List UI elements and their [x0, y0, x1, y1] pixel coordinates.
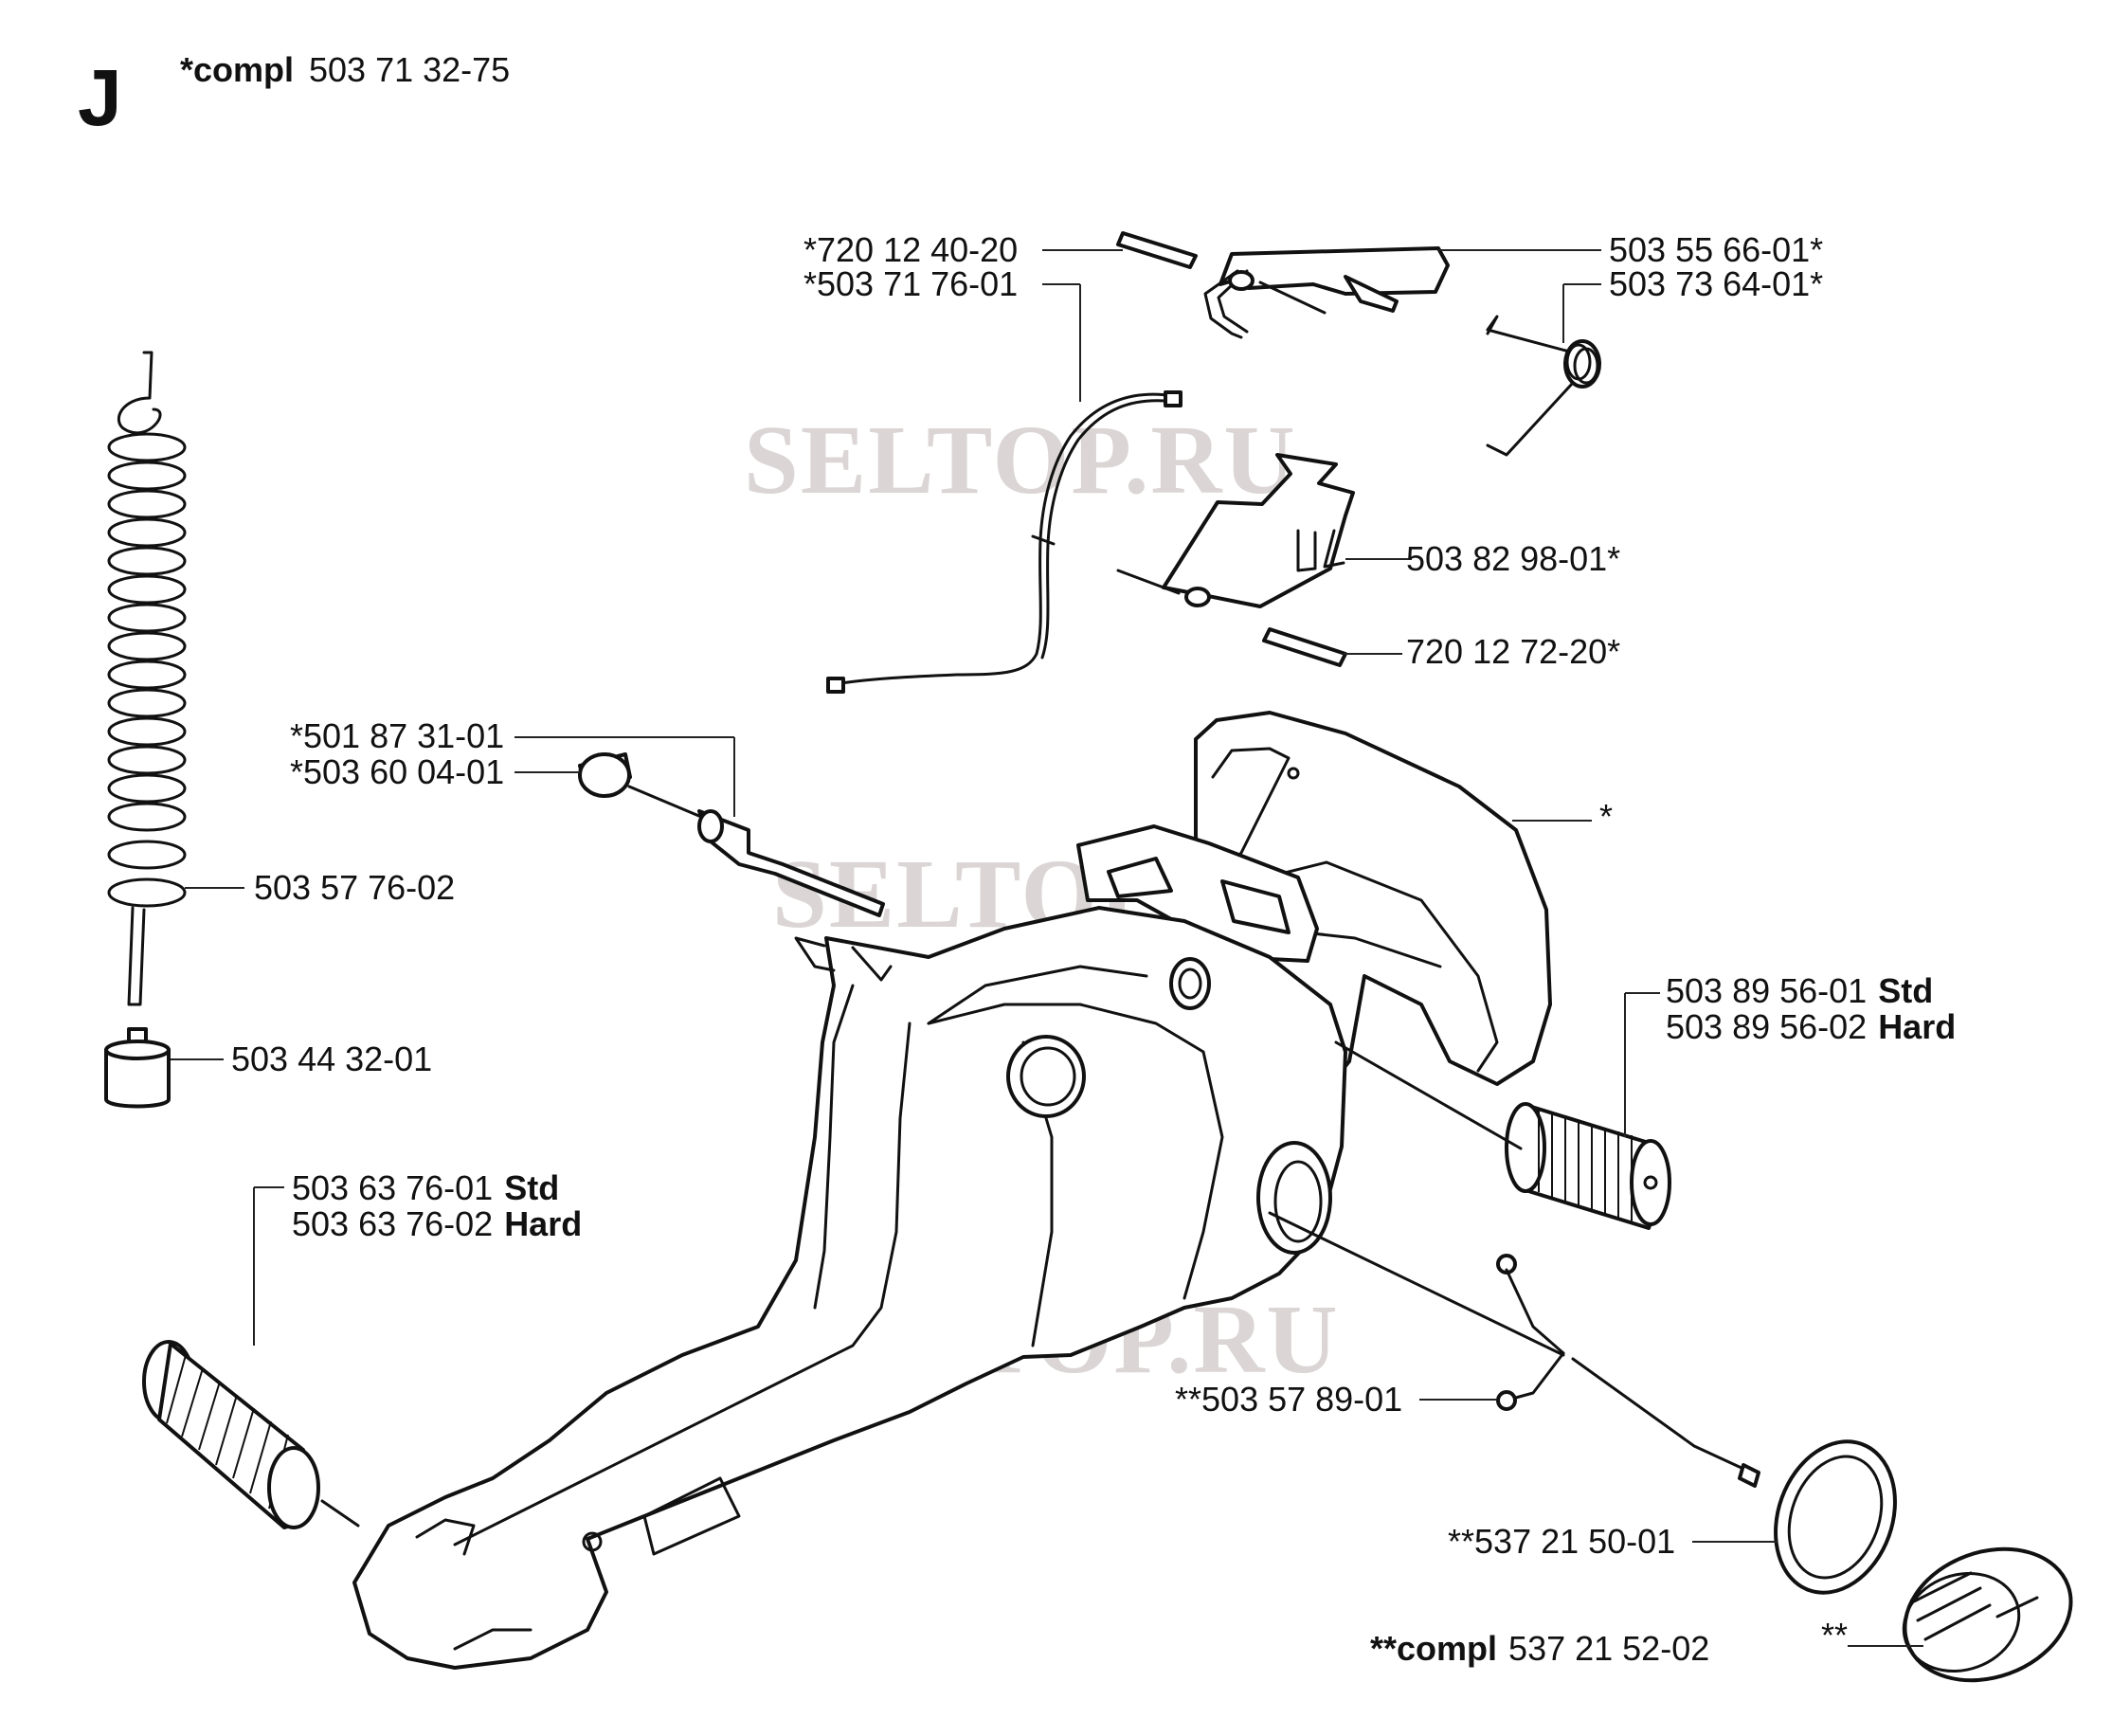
throttle-cable-icon [826, 390, 1182, 694]
fuel-hose-icon [107, 351, 187, 1006]
assembly-prefix: *compl [180, 50, 294, 89]
label-537-21-50-01: **537 21 50-01 [1448, 1522, 1675, 1561]
label-503-82-98-01: 503 82 98-01* [1406, 539, 1620, 578]
trigger-lockout-icon [1116, 453, 1355, 667]
handle-housing-icon [352, 711, 1552, 1670]
throttle-rod-icon [578, 752, 885, 917]
throttle-trigger-icon [1116, 231, 1450, 339]
label-housing-asterisk: * [1599, 797, 1613, 836]
label-503-60-04-01: *503 60 04-01 [290, 752, 504, 791]
seal-ring-icon [1774, 1439, 1897, 1595]
damper-spring-icon [1505, 1102, 1671, 1230]
label-503-57-89-01: **503 57 89-01 [1175, 1380, 1402, 1419]
assembly-number: 503 71 32-75 [309, 50, 510, 89]
spring-icon [1486, 315, 1601, 457]
label-503-55-66-01: 503 55 66-01* [1609, 230, 1823, 269]
label-503-73-64-01: 503 73 64-01* [1609, 264, 1823, 303]
fuel-cap-icon [1902, 1546, 2073, 1683]
label-503-44-32-01: 503 44 32-01 [231, 1040, 432, 1078]
label-503-71-76-01: *503 71 76-01 [803, 264, 1018, 303]
fuel-filter-icon [104, 1027, 171, 1109]
label-501-87-31-01: *501 87 31-01 [290, 716, 504, 755]
damper-spring-icon [142, 1340, 320, 1529]
watermark-top: SELTOP.RU [744, 406, 1297, 515]
label-720-12-72-20: 720 12 72-20* [1406, 632, 1620, 671]
oil-pickup-icon [1496, 1254, 1760, 1488]
label-503-57-76-02: 503 57 76-02 [254, 868, 455, 907]
label-fuel-cap-asterisk: ** [1821, 1616, 1848, 1655]
section-letter: J [78, 53, 122, 142]
label-720-12-40-20: *720 12 40-20 [803, 230, 1018, 269]
